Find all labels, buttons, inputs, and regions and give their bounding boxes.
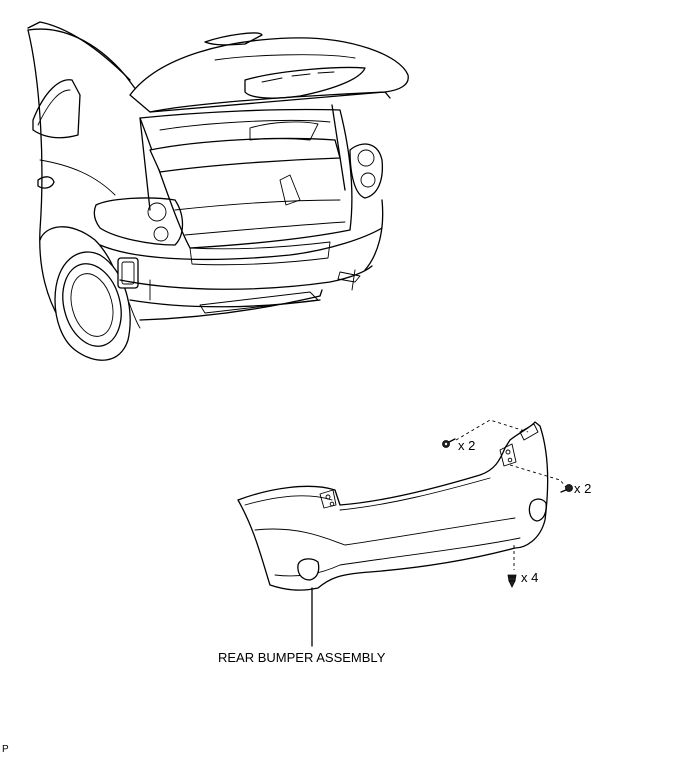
- fastener-leader-lines: [455, 419, 567, 570]
- clip-quantity-label: x 2: [574, 481, 592, 496]
- part-label: REAR BUMPER ASSEMBLY: [218, 650, 386, 665]
- clip-icon: [560, 484, 573, 493]
- screw-quantity-label: x 2: [458, 438, 476, 453]
- vehicle-illustration: [27, 21, 409, 361]
- clip-lower-quantity-label: x 4: [521, 570, 539, 585]
- screw-icon: [442, 438, 456, 448]
- clip-icon-lower: [507, 574, 517, 588]
- page-mark: P: [2, 744, 9, 755]
- rear-bumper-illustration: [237, 421, 549, 591]
